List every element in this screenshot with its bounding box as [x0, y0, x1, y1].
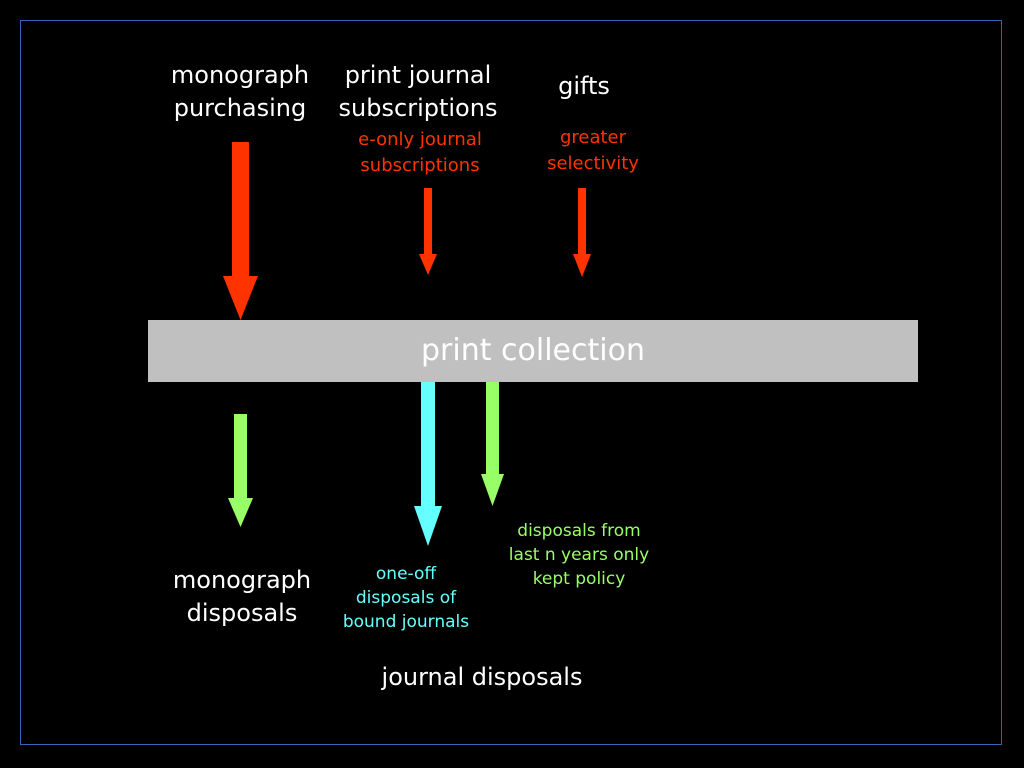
last-n-years-disposals-label: disposals from last n years only kept po…: [508, 521, 650, 589]
monograph-disposals-arrow: [228, 414, 253, 527]
print-collection-label: print collection: [421, 333, 645, 368]
last-n-years-disposals-arrow: [481, 382, 504, 506]
greater-selectivity-label: greater selectivity: [547, 127, 639, 174]
gifts-label: gifts: [558, 72, 610, 100]
eonly-subscriptions-arrow: [419, 188, 437, 275]
greater-selectivity-arrow: [573, 188, 591, 277]
one-off-disposals-label: one-off disposals of bound journals: [342, 564, 470, 632]
monograph-disposals-label: monograph disposals: [172, 566, 312, 627]
journal-disposals-label: journal disposals: [381, 663, 583, 691]
eonly-journal-subscriptions-label: e-only journal subscriptions: [358, 129, 482, 176]
one-off-disposals-arrow: [414, 382, 442, 546]
monograph-purchasing-arrow: [223, 142, 258, 320]
slide-border: [20, 20, 1002, 745]
print-collection-bar: print collection: [148, 320, 918, 382]
monograph-purchasing-label: monograph purchasing: [170, 61, 310, 122]
print-journal-subscriptions-label: print journal subscriptions: [338, 61, 498, 122]
